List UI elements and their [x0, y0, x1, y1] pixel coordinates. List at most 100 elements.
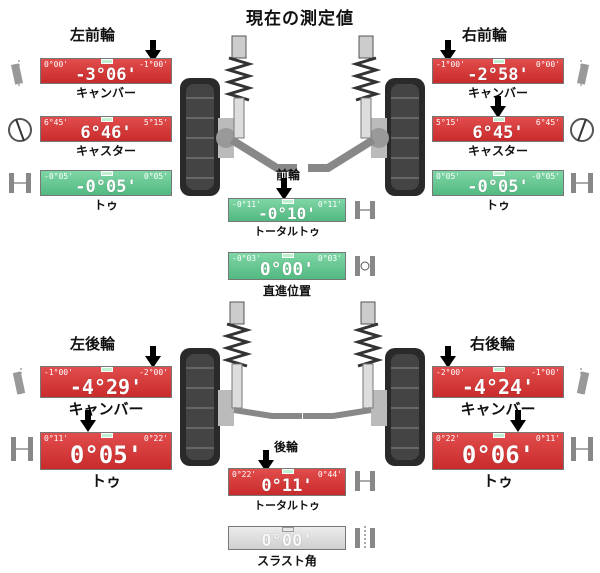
target-marker	[101, 117, 113, 122]
toe-icon	[11, 437, 33, 461]
toe-value: 0°05'	[69, 441, 143, 469]
rear-center-label: 後輪	[274, 440, 299, 454]
upper-limit: 0°00'	[535, 60, 560, 69]
rear-left-camber-gauge: -1°00' -2°00' -4°29'	[40, 366, 172, 398]
lower-limit: 0°00'	[44, 60, 69, 69]
straight-position-caption: 直進位置	[262, 284, 311, 298]
upper-limit: -2°00'	[139, 368, 168, 377]
camber-icon	[576, 368, 590, 396]
down-arrow-icon	[440, 346, 456, 368]
rear-right-camber-gauge: -2°00' -1°00' -4°24'	[432, 366, 564, 398]
upper-limit: -1°00'	[139, 60, 168, 69]
front-left-camber-gauge: 0°00' -1°00' -3°06'	[40, 58, 172, 84]
rear-right-wheel-suspension-icon	[303, 301, 425, 466]
target-marker	[493, 59, 505, 64]
upper-limit: -1°00'	[531, 368, 560, 377]
lower-limit: -1°00'	[44, 368, 73, 377]
thrust-angle-gauge: 0°00'	[228, 526, 346, 550]
front-left-toe-gauge: -0°05' 0°05' -0°05'	[40, 170, 172, 196]
upper-limit: 6°45'	[535, 118, 560, 127]
toe-icon	[571, 437, 593, 461]
lower-limit: 0°22'	[436, 434, 461, 443]
upper-limit: 0°03'	[317, 254, 342, 263]
target-marker	[493, 367, 505, 372]
rear-total-toe-gauge: 0°22' 0°44' 0°11'	[228, 468, 346, 496]
total-toe-value: -0°10'	[258, 204, 316, 222]
camber-value: -4°29'	[69, 375, 143, 398]
toe-value: -0°05'	[467, 177, 529, 196]
target-marker	[282, 199, 294, 204]
upper-limit: 0°05'	[143, 172, 168, 181]
target-marker	[493, 171, 505, 176]
target-marker	[493, 433, 505, 438]
lower-limit: -2°00'	[436, 368, 465, 377]
toe-caption: トゥ	[90, 472, 121, 490]
toe-icon	[9, 173, 31, 193]
thrust-angle-caption: スラスト角	[257, 554, 317, 568]
front-right-caster-gauge: 5°15' 6°45' 6°45'	[432, 116, 564, 142]
rear-left-toe-gauge: 0°11' 0°22' 0°05'	[40, 432, 172, 470]
straight-position-gauge: -0°03' 0°03' 0°00'	[228, 252, 346, 280]
target-marker	[101, 433, 113, 438]
camber-value: -2°58'	[467, 65, 529, 84]
target-marker	[493, 117, 505, 122]
target-marker	[282, 469, 294, 474]
lower-limit: 0°22'	[232, 470, 257, 479]
front-right-wheel-suspension-icon	[308, 35, 425, 196]
front-right-toe-gauge: 0°05' -0°05' -0°05'	[432, 170, 564, 196]
lower-limit: -0°05'	[44, 172, 73, 181]
down-arrow-icon	[145, 346, 161, 368]
camber-icon	[12, 368, 26, 396]
steering-icon	[355, 256, 375, 276]
camber-icon	[11, 60, 23, 86]
camber-caption: キャンバー	[467, 86, 528, 100]
total-toe-value: 0°11'	[261, 476, 313, 496]
target-marker	[282, 253, 294, 258]
lower-limit: 0°11'	[44, 434, 69, 443]
rear-right-toe-gauge: 0°22' 0°11' 0°06'	[432, 432, 564, 470]
rear-left-wheel-suspension-icon	[180, 301, 302, 466]
lower-limit: -0°11'	[232, 200, 261, 209]
target-marker	[101, 171, 113, 176]
target-marker	[101, 367, 113, 372]
front-right-camber-gauge: -1°00' 0°00' -2°58'	[432, 58, 564, 84]
front-right-label: 右前輪	[462, 26, 508, 44]
lower-limit: 5°15'	[436, 118, 461, 127]
toe-icon	[355, 471, 375, 491]
total-toe-caption: トータルトゥ	[254, 499, 320, 512]
down-arrow-icon	[80, 410, 96, 432]
upper-limit: 0°11'	[317, 200, 342, 209]
toe-caption: トゥ	[485, 198, 510, 212]
down-arrow-icon	[510, 410, 526, 432]
camber-caption: キャンバー	[460, 400, 536, 418]
rear-left-label: 左後輪	[70, 335, 116, 353]
target-marker	[282, 527, 294, 532]
thrust-angle-value: 0°00'	[261, 531, 313, 550]
toe-value: 0°06'	[461, 441, 535, 469]
caster-caption: キャスター	[75, 144, 136, 158]
upper-limit: 5°15'	[143, 118, 168, 127]
upper-limit: -0°05'	[531, 172, 560, 181]
lower-limit: -0°03'	[232, 254, 261, 263]
lower-limit: 6°45'	[44, 118, 69, 127]
front-left-caster-gauge: 6°45' 5°15' 6°46'	[40, 116, 172, 142]
caster-value: 6°46'	[80, 123, 132, 142]
toe-icon	[571, 173, 593, 193]
camber-icon	[577, 60, 589, 86]
camber-caption: キャンバー	[75, 86, 136, 100]
upper-limit: 0°11'	[535, 434, 560, 443]
down-arrow-icon	[276, 178, 292, 200]
lower-limit: 0°05'	[436, 172, 461, 181]
rear-right-label: 右後輪	[470, 335, 516, 353]
target-marker	[101, 59, 113, 64]
toe-value: -0°05'	[75, 177, 137, 196]
front-center-label: 前輪	[276, 168, 301, 182]
caster-icon	[570, 118, 594, 142]
camber-value: -3°06'	[75, 65, 137, 84]
upper-limit: 0°44'	[317, 470, 342, 479]
toe-icon	[355, 201, 375, 219]
toe-caption: トゥ	[93, 198, 118, 212]
page-title: 現在の測定値	[246, 9, 354, 29]
thrust-icon	[355, 526, 375, 550]
upper-limit: 0°22'	[143, 434, 168, 443]
